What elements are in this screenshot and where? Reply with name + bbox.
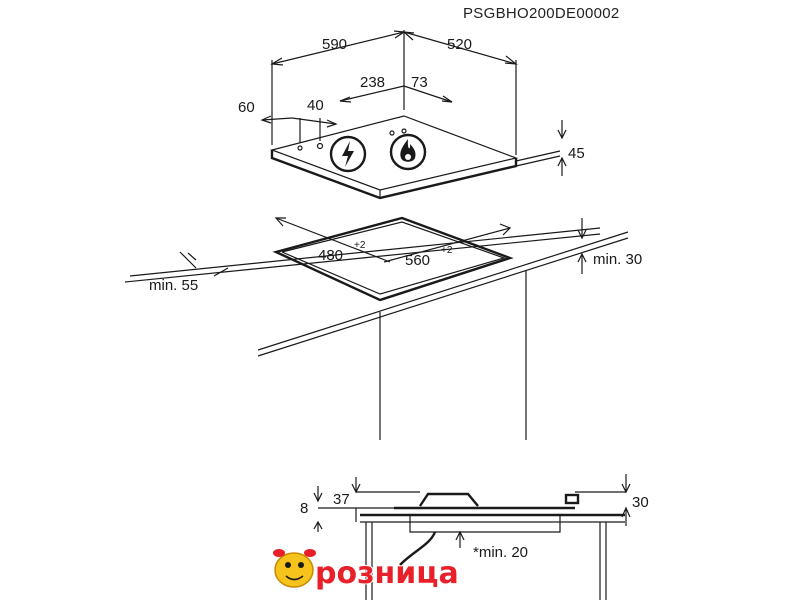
dim-depth-520: 520 [447, 36, 472, 53]
knob-icon [564, 493, 580, 505]
hob-body [409, 515, 561, 533]
worktop-edge [515, 150, 561, 162]
mascot-icon [273, 549, 316, 588]
gas-flame-icon [389, 133, 427, 171]
worktop-cutout: 480 +2 560 +2 min. 55 min. 30 [124, 216, 642, 440]
dim-60: 60 [238, 99, 255, 116]
dim-cutout-480-tol: +2 [354, 240, 366, 251]
control-dot [401, 128, 407, 134]
control-dot [389, 130, 395, 136]
dim-width-590: 590 [322, 36, 347, 53]
control-dot [297, 145, 303, 151]
dim-min-30: min. 30 [593, 251, 642, 268]
dim-30: 30 [632, 494, 649, 511]
hob-plate-top [269, 115, 519, 191]
dim-height-45: 45 [568, 145, 585, 162]
worktop-front-edge [257, 237, 629, 357]
dim-min-20: *min. 20 [473, 544, 528, 561]
dim-8: 8 [300, 500, 308, 517]
worktop-edge [515, 155, 561, 167]
dim-cutout-560: 560 [405, 252, 430, 269]
dim-min-55: min. 55 [149, 277, 198, 294]
document-code: PSGBHO200DE00002 [463, 5, 620, 22]
cutout-outline [272, 216, 514, 302]
dim-40: 40 [307, 97, 324, 114]
worktop-front-edge [257, 231, 629, 351]
gas-pipe [399, 531, 437, 566]
hob-top-view: 590 520 238 73 60 40 45 [238, 30, 585, 200]
watermark-logo: розница [273, 549, 460, 592]
dim-37: 37 [333, 491, 350, 508]
dim-cutout-480: 480 [318, 247, 343, 264]
dim-238: 238 [360, 74, 385, 91]
dim-cutout-560-tol: +2 [441, 245, 453, 256]
control-dot [316, 142, 324, 150]
logo-text: розница [315, 556, 459, 591]
burner [419, 492, 479, 507]
hob-plate-edge [270, 150, 518, 200]
electric-icon [329, 135, 367, 173]
dim-73: 73 [411, 74, 428, 91]
section-view: 37 8 30 *min. 20 [300, 474, 649, 600]
worktop-back-edge [124, 233, 601, 283]
